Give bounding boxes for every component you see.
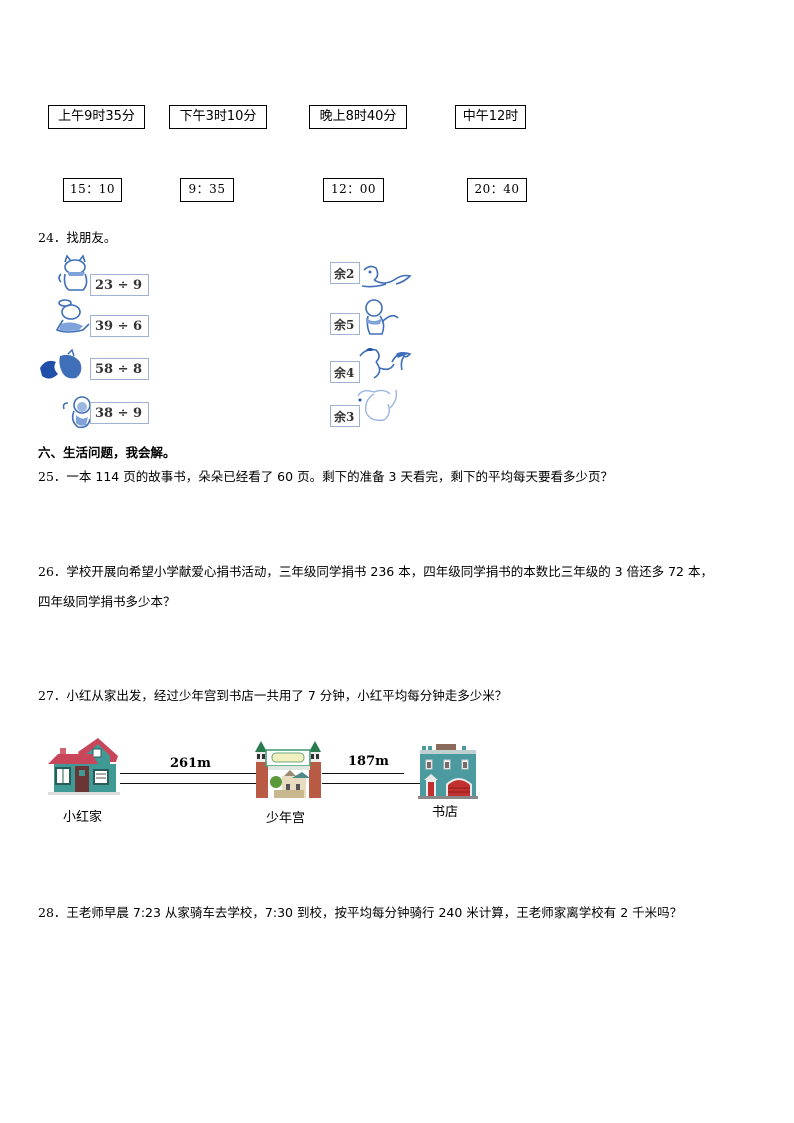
place-label-home: 小红家	[63, 810, 103, 825]
question-27: 27．小红从家出发，经过少年宫到书店一共用了 7 分钟，小红平均每分钟走多少米？	[38, 687, 507, 705]
cat-icon	[58, 254, 88, 291]
division-expression-2: 39 ÷ 6	[90, 315, 149, 337]
time-box-bottom-3: 12：00	[323, 178, 384, 202]
division-expression-1: 23 ÷ 9	[90, 274, 149, 296]
question-text: 一本 114 页的故事书，朵朵已经看了 60 页。剩下的准备 3 天看完，剩下的…	[66, 469, 613, 484]
time-box-top-2: 下午3时10分	[169, 105, 267, 129]
youth-palace-icon	[255, 741, 321, 798]
monkey-icon	[62, 396, 91, 429]
time-box-bottom-4: 20：40	[467, 178, 527, 202]
bookstore-icon	[418, 744, 478, 799]
remainder-label-1: 余2	[330, 262, 360, 284]
question-28: 28．王老师早晨 7:23 从家骑车去学校，7:30 到校，按平均每分钟骑行 2…	[38, 904, 682, 922]
squirrel-icon	[359, 348, 412, 379]
remainder-label-2: 余5	[330, 313, 360, 335]
time-box-top-3: 晚上8时40分	[309, 105, 407, 129]
question-25: 25．一本 114 页的故事书，朵朵已经看了 60 页。剩下的准备 3 天看完，…	[38, 468, 613, 486]
place-label-youth-palace: 少年宫	[266, 811, 306, 826]
road-line	[120, 783, 256, 784]
question-number: 27．	[38, 688, 67, 703]
question-text: 小红从家出发，经过少年宫到书店一共用了 7 分钟，小红平均每分钟走多少米？	[66, 688, 508, 703]
squirrel-icon	[40, 348, 82, 379]
question-text-line-2: 四年级同学捐书多少本？	[38, 594, 176, 609]
time-box-bottom-1: 15：10	[63, 178, 122, 202]
question-number: 25．	[38, 469, 67, 484]
division-expression-4: 38 ÷ 9	[90, 402, 149, 424]
distance-label-1: 261m	[170, 756, 211, 771]
question-text-line-1: 学校开展向希望小学献爱心捐书活动，三年级同学捐书 236 本，四年级同学捐书的本…	[66, 564, 713, 579]
division-expression-3: 58 ÷ 8	[90, 358, 149, 380]
distance-label-2: 187m	[348, 754, 389, 769]
question-24: 24．找朋友。	[38, 229, 116, 247]
monkey-icon	[365, 299, 399, 335]
mouse-icon	[357, 389, 398, 422]
question-number: 24．	[38, 230, 67, 245]
road-line	[120, 773, 256, 774]
road-line	[322, 783, 422, 784]
time-box-top-1: 上午9时35分	[48, 105, 145, 129]
squirrel-icon	[361, 265, 412, 288]
time-box-bottom-2: 9：35	[180, 178, 234, 202]
remainder-label-4: 余3	[330, 405, 360, 427]
question-text: 找朋友。	[66, 230, 117, 245]
question-number: 26．	[38, 564, 67, 579]
time-box-top-4: 中午12时	[455, 105, 526, 129]
remainder-label-3: 余4	[330, 361, 360, 383]
road-line	[322, 773, 404, 774]
rabbit-icon	[55, 299, 90, 333]
question-26: 26．学校开展向希望小学献爱心捐书活动，三年级同学捐书 236 本，四年级同学捐…	[38, 563, 713, 581]
question-text: 王老师早晨 7:23 从家骑车去学校，7:30 到校，按平均每分钟骑行 240 …	[66, 905, 683, 920]
question-26-continued: 四年级同学捐书多少本？	[38, 593, 176, 611]
house-icon	[48, 738, 120, 795]
section-title: 六、生活问题，我会解。	[38, 445, 176, 460]
question-number: 28．	[38, 905, 67, 920]
place-label-bookstore: 书店	[432, 805, 459, 820]
